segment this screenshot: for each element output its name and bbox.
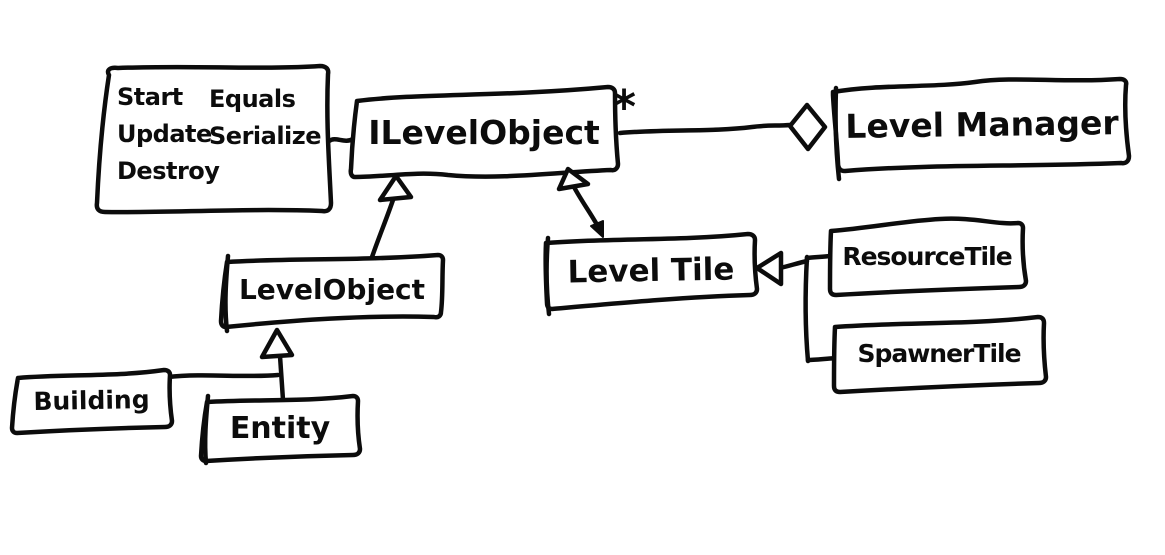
box-entity-overshoot xyxy=(202,393,211,466)
box-leveltile xyxy=(543,231,760,312)
box-resourcetile xyxy=(827,216,1029,298)
box-building xyxy=(9,367,175,436)
box-ilevelobject xyxy=(348,84,621,180)
inheritance-triangle-levelobject-icon xyxy=(377,173,414,203)
note-methods-column-2: Equals Serialize xyxy=(209,81,322,155)
inheritance-triangle-tiles-icon xyxy=(754,250,784,287)
note-method-equals: Equals xyxy=(209,85,296,113)
box-methods-note xyxy=(94,63,334,215)
note-method-destroy: Destroy xyxy=(117,157,220,185)
inheritance-triangle-entity-building-icon xyxy=(259,327,295,360)
edge-tiles-arrow-line xyxy=(777,258,810,271)
box-levelmanager-overshoot xyxy=(833,85,842,182)
aggregation-multiplicity: * xyxy=(612,80,637,134)
edge-note-connector xyxy=(326,136,356,144)
note-method-update: Update xyxy=(117,120,212,148)
aggregation-diamond-icon xyxy=(787,102,828,152)
edge-building-line xyxy=(165,372,281,380)
arrow-tip-leveltile-icon xyxy=(590,220,604,238)
note-methods-column-1: Start Update Destroy xyxy=(117,79,220,190)
edge-entity-line xyxy=(277,353,286,403)
edge-resourcetile-stub xyxy=(804,253,833,261)
edge-tiles-vertical-line xyxy=(803,254,811,364)
box-leveltile-overshoot xyxy=(544,235,552,317)
box-levelmanager xyxy=(830,76,1132,174)
box-entity xyxy=(198,393,363,464)
edge-aggregation-line xyxy=(617,122,793,136)
edge-inherit-levelobject-line xyxy=(368,194,397,263)
edge-spawnertile-stub xyxy=(805,355,839,363)
box-spawnertile xyxy=(831,314,1049,395)
box-levelobject xyxy=(218,252,446,330)
note-method-start: Start xyxy=(117,83,183,111)
inheritance-triangle-leveltile-icon xyxy=(556,166,591,192)
note-method-serialize: Serialize xyxy=(209,122,322,150)
box-levelobject-overshoot xyxy=(223,253,231,334)
